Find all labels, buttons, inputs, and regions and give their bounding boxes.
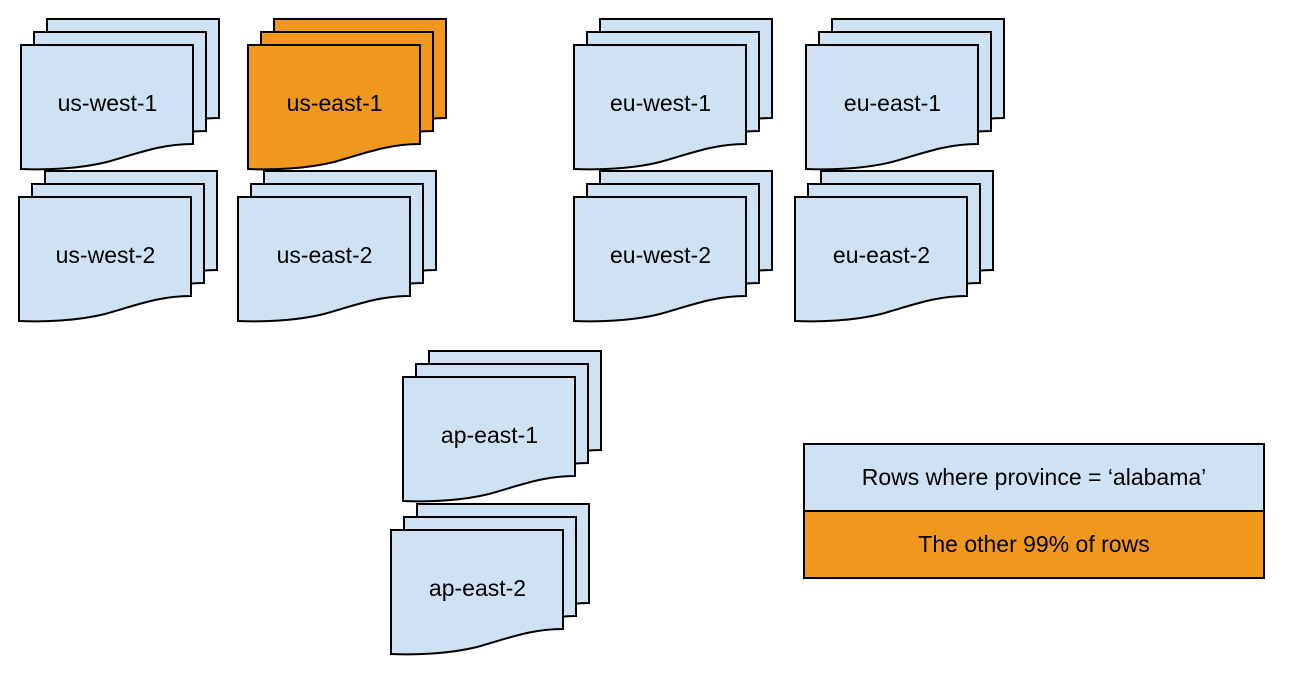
region-label: us-west-1 bbox=[57, 89, 158, 116]
region-label: eu-east-2 bbox=[832, 241, 931, 268]
region-stack-eu-west-2: eu-west-2 bbox=[573, 170, 775, 326]
region-stack-us-west-1: us-west-1 bbox=[20, 18, 222, 174]
region-label: eu-east-1 bbox=[843, 89, 942, 116]
region-label: us-west-2 bbox=[55, 241, 156, 268]
legend-item-other-rows: The other 99% of rows bbox=[805, 512, 1263, 577]
region-stack-eu-east-2: eu-east-2 bbox=[794, 170, 996, 326]
region-label: us-east-2 bbox=[276, 241, 373, 268]
region-stack-ap-east-1: ap-east-1 bbox=[402, 350, 604, 506]
region-stack-us-west-2: us-west-2 bbox=[18, 170, 220, 326]
region-label: ap-east-1 bbox=[440, 421, 539, 448]
region-label: us-east-1 bbox=[286, 89, 383, 116]
legend: Rows where province = ‘alabama’ The othe… bbox=[803, 443, 1265, 579]
legend-item-label: Rows where province = ‘alabama’ bbox=[861, 464, 1207, 490]
region-stack-us-east-2: us-east-2 bbox=[237, 170, 439, 326]
legend-item-label: The other 99% of rows bbox=[918, 531, 1150, 557]
region-stack-eu-west-1: eu-west-1 bbox=[573, 18, 775, 174]
region-label: ap-east-2 bbox=[428, 574, 527, 601]
region-stack-us-east-1: us-east-1 bbox=[247, 18, 449, 174]
region-stack-ap-east-2: ap-east-2 bbox=[390, 503, 592, 659]
legend-item-alabama-rows: Rows where province = ‘alabama’ bbox=[805, 445, 1263, 512]
region-label: eu-west-2 bbox=[610, 241, 711, 268]
region-label: eu-west-1 bbox=[610, 89, 711, 116]
region-stack-eu-east-1: eu-east-1 bbox=[805, 18, 1007, 174]
